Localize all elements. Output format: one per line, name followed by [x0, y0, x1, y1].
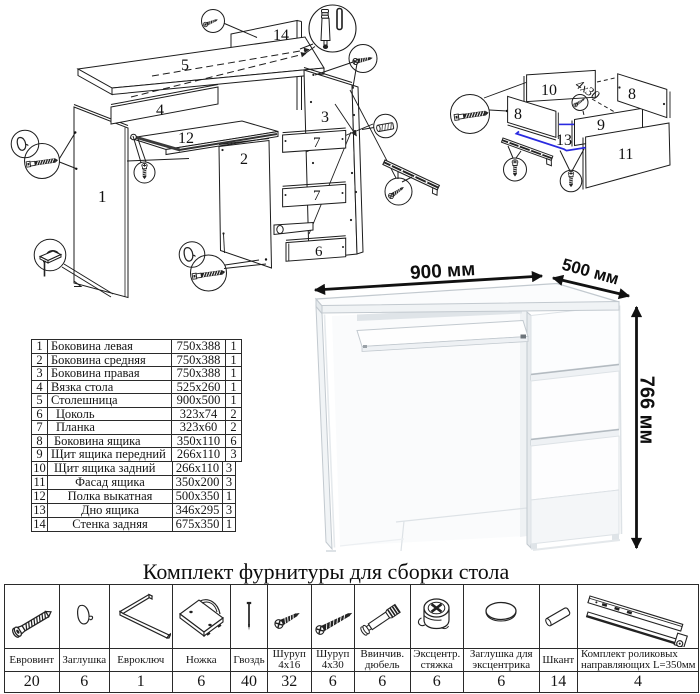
- svg-text:1: 1: [98, 187, 107, 206]
- svg-text:13: 13: [556, 132, 572, 149]
- svg-text:9: 9: [597, 117, 605, 134]
- svg-text:4: 4: [156, 102, 164, 119]
- svg-text:4х30: 4х30: [573, 76, 603, 103]
- svg-text:3: 3: [321, 109, 329, 126]
- svg-text:7: 7: [313, 188, 321, 204]
- svg-text:500 мм: 500 мм: [560, 255, 621, 289]
- svg-text:11: 11: [618, 146, 633, 163]
- svg-text:766 мм: 766 мм: [636, 376, 658, 445]
- svg-text:10: 10: [541, 82, 557, 99]
- svg-text:8: 8: [514, 106, 522, 123]
- svg-text:7: 7: [313, 135, 321, 151]
- svg-text:8: 8: [628, 86, 636, 103]
- svg-text:2: 2: [240, 151, 248, 168]
- svg-text:6: 6: [315, 244, 323, 260]
- svg-text:5: 5: [181, 57, 189, 74]
- svg-text:12: 12: [178, 130, 194, 147]
